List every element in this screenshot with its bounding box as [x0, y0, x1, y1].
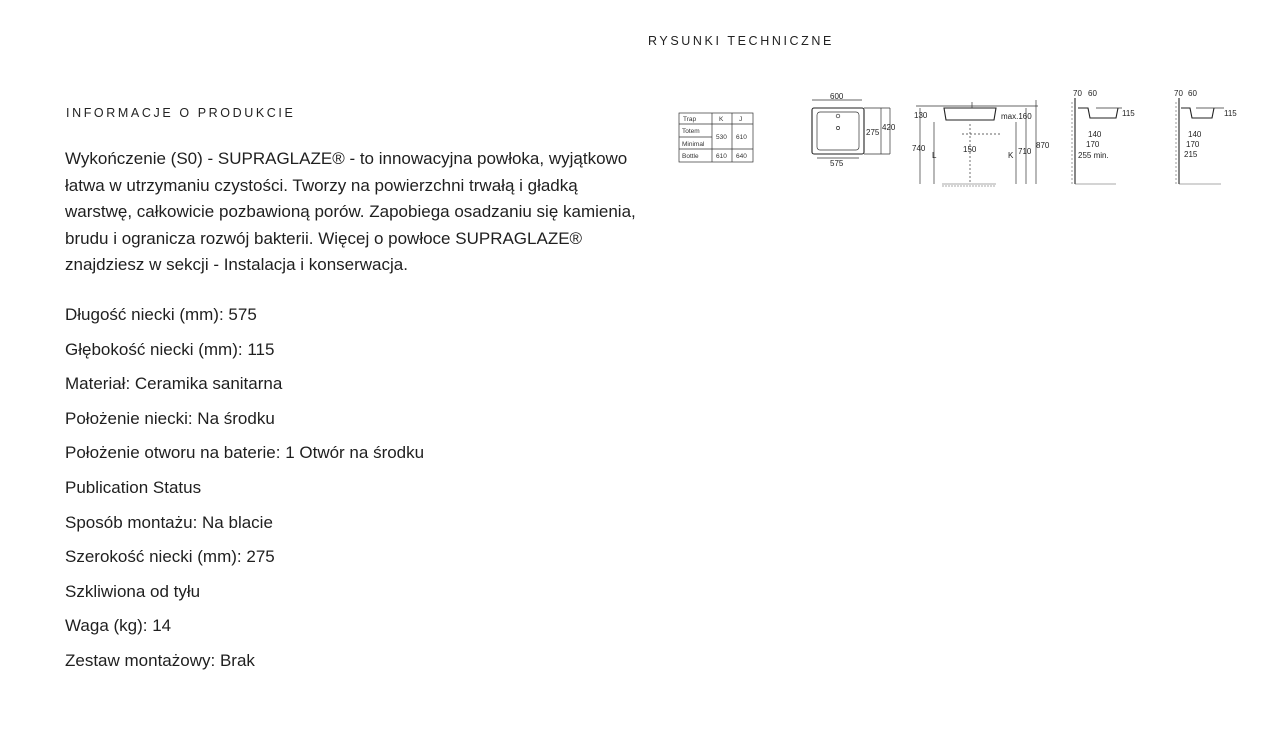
- spec-list: Długość niecki (mm): 575 Głębokość nieck…: [65, 303, 424, 684]
- dim-side2-115: 115: [1224, 109, 1237, 118]
- trap-table-cell-totem-k: 530: [716, 134, 727, 141]
- trap-table-row-minimal: Minimal: [682, 141, 705, 148]
- trap-table-row-totem: Totem: [682, 128, 700, 135]
- dim-top-420: 420: [882, 123, 896, 132]
- dim-side2-60: 60: [1188, 89, 1197, 98]
- dim-side2-70: 70: [1174, 89, 1183, 98]
- spec-item-bowl-width: Szerokość niecki (mm): 275: [65, 547, 275, 567]
- trap-table-cell-bottle-j: 640: [736, 153, 747, 160]
- trap-table: Trap K J Totem Minimal 530 610 Bottle 61…: [678, 112, 754, 163]
- dim-front-150: 150: [963, 145, 977, 154]
- top-view-drawing: 600 275 420 575: [811, 92, 896, 168]
- dim-front-l: L: [932, 151, 937, 160]
- technical-drawing-svg: Trap K J Totem Minimal 530 610 Bottle 61…: [678, 89, 1237, 187]
- dim-top-275: 275: [866, 128, 880, 137]
- dim-front-740: 740: [912, 144, 926, 153]
- spec-item-bowl-length: Długość niecki (mm): 575: [65, 305, 257, 324]
- side-elevation-drawing-2: 70 60 115 140 170 215: [1174, 89, 1237, 185]
- dim-side1-140: 140: [1088, 130, 1102, 139]
- front-elevation-drawing: 130 max.160 740 L 150 K 710 870: [912, 100, 1050, 187]
- description-text: Wykończenie (S0) - SUPRAGLAZE® - to inno…: [65, 149, 636, 274]
- dim-side2-170: 170: [1186, 140, 1200, 149]
- dim-side1-255: 255 min.: [1078, 151, 1109, 160]
- trap-table-cell-totem-j: 610: [736, 134, 747, 141]
- dim-side1-170: 170: [1086, 140, 1100, 149]
- dim-top-575: 575: [830, 159, 844, 168]
- dim-front-max160: max.160: [1001, 112, 1032, 121]
- dim-side1-115: 115: [1122, 109, 1135, 118]
- trap-table-cell-bottle-k: 610: [716, 153, 727, 160]
- dim-side2-215: 215: [1184, 150, 1198, 159]
- dim-front-k: K: [1008, 151, 1014, 160]
- trap-table-row-bottle: Bottle: [682, 153, 699, 160]
- spec-item-publication-status: Publication Status: [65, 477, 202, 497]
- dim-side1-60: 60: [1088, 89, 1097, 98]
- dim-front-130: 130: [914, 111, 928, 120]
- spec-item-bowl-position: Położenie niecki: Na środku: [65, 408, 275, 428]
- trap-table-header-k: K: [719, 116, 724, 123]
- spec-item-tap-hole-position: Położenie otworu na baterie: 1 Otwór na …: [65, 443, 425, 463]
- technical-drawings-heading: RYSUNKI TECHNICZNE: [648, 34, 834, 48]
- technical-drawings: Trap K J Totem Minimal 530 610 Bottle 61…: [676, 86, 1246, 196]
- side-elevation-drawing-1: 70 60 115 140 170 255 min.: [1071, 89, 1135, 185]
- product-description: Wykończenie (S0) - SUPRAGLAZE® - to inno…: [65, 146, 645, 279]
- spec-item-weight: Waga (kg): 14: [65, 616, 172, 636]
- spec-item-material: Materiał: Ceramika sanitarna: [65, 374, 283, 394]
- dim-top-600: 600: [830, 92, 844, 101]
- dim-side1-70: 70: [1073, 89, 1082, 98]
- dim-side2-140: 140: [1188, 130, 1202, 139]
- spec-item-bowl-depth: Głębokość niecki (mm): 115: [65, 339, 275, 359]
- dim-front-710: 710: [1018, 147, 1032, 156]
- spec-item-mounting-method: Sposób montażu: Na blacie: [65, 512, 273, 532]
- trap-table-header-trap: Trap: [683, 116, 697, 123]
- product-info-heading: INFORMACJE O PRODUKCIE: [66, 106, 296, 120]
- spec-item-glazed-back: Szkliwiona od tyłu: [65, 581, 201, 601]
- trap-table-header-j: J: [739, 116, 742, 123]
- spec-item-mounting-kit: Zestaw montażowy: Brak: [65, 650, 255, 670]
- dim-front-870: 870: [1036, 141, 1050, 150]
